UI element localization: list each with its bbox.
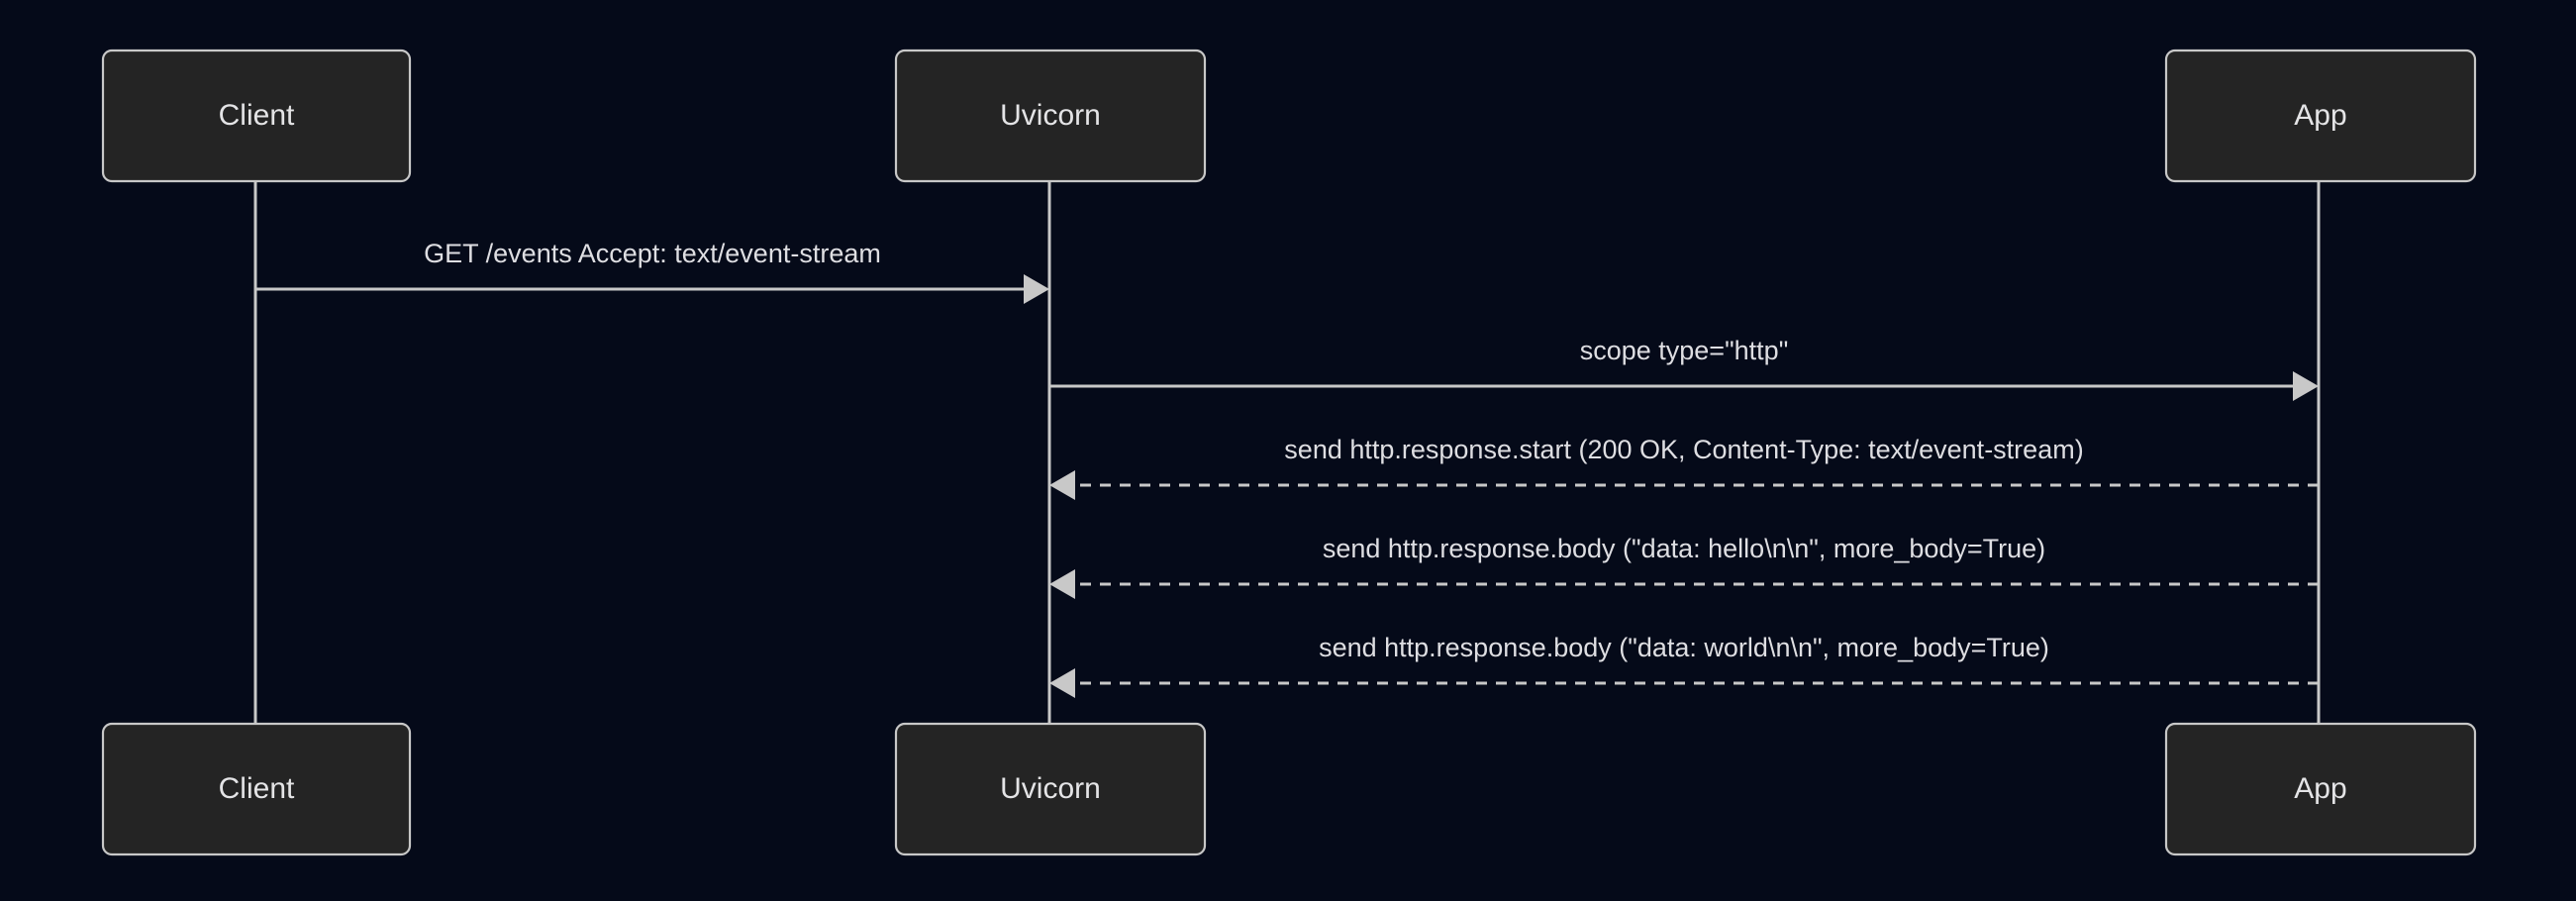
message-label-1: GET /events Accept: text/event-stream [424, 239, 881, 268]
message-label-2: scope type="http" [1580, 336, 1789, 365]
message-3[interactable] [1049, 470, 2319, 500]
actor-label-client-top: Client [219, 99, 295, 132]
message-5[interactable] [1049, 668, 2319, 698]
actor-client-top[interactable]: Client [101, 49, 412, 183]
messages-layer [255, 274, 2319, 698]
actor-app-top[interactable]: App [2164, 49, 2477, 183]
message-labels-layer: GET /events Accept: text/event-stream sco… [424, 239, 2084, 662]
message-label-5: send http.response.body ("data: world\n\… [1319, 633, 2049, 662]
actor-label-app-bottom: App [2294, 772, 2346, 805]
message-arrowhead-5 [1049, 668, 1075, 698]
actor-label-app-top: App [2294, 99, 2346, 132]
message-arrowhead-4 [1049, 569, 1075, 599]
actor-label-uvicorn-top: Uvicorn [1000, 99, 1101, 132]
actor-label-client-bottom: Client [219, 772, 295, 805]
message-1[interactable] [255, 274, 1049, 304]
actor-box-uvicorn-bottom[interactable] [894, 722, 1207, 856]
message-2[interactable] [1049, 371, 2319, 401]
message-4[interactable] [1049, 569, 2319, 599]
actor-box-uvicorn-top[interactable] [894, 49, 1207, 183]
message-arrowhead-2 [2293, 371, 2319, 401]
actor-uvicorn-bottom[interactable]: Uvicorn [894, 722, 1207, 856]
actor-app-bottom[interactable]: App [2164, 722, 2477, 856]
message-label-4: send http.response.body ("data: hello\n\… [1323, 534, 2045, 563]
actor-box-client-bottom[interactable] [101, 722, 412, 856]
lifelines-layer [253, 181, 2321, 724]
actor-box-client-top[interactable] [101, 49, 412, 183]
message-label-3: send http.response.start (200 OK, Conten… [1284, 435, 2083, 464]
actor-client-bottom[interactable]: Client [101, 722, 412, 856]
message-arrowhead-3 [1049, 470, 1075, 500]
actor-box-app-top[interactable] [2164, 49, 2477, 183]
actor-label-uvicorn-bottom: Uvicorn [1000, 772, 1101, 805]
actor-uvicorn-top[interactable]: Uvicorn [894, 49, 1207, 183]
message-arrowhead-1 [1024, 274, 1049, 304]
actor-box-app-bottom[interactable] [2164, 722, 2477, 856]
